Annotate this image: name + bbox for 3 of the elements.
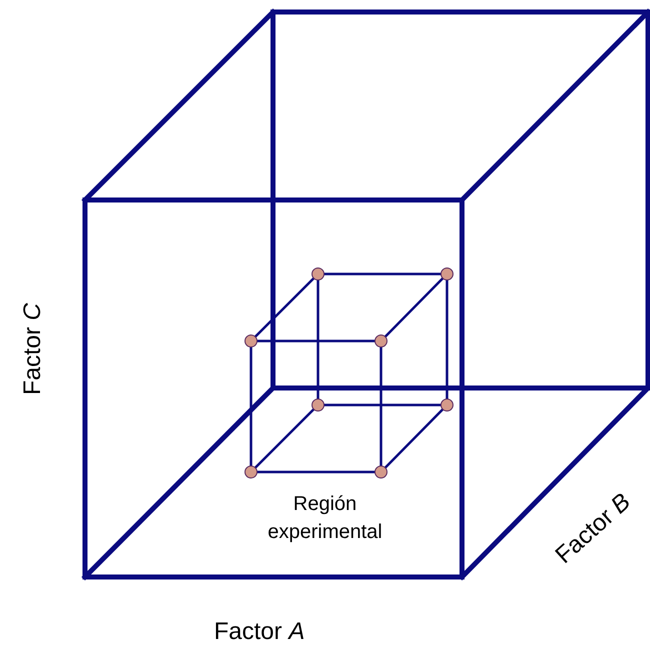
axis-label: Factor C [19, 302, 48, 396]
axis-label: Factor A [214, 618, 305, 646]
region-label: Región experimental [266, 492, 384, 545]
